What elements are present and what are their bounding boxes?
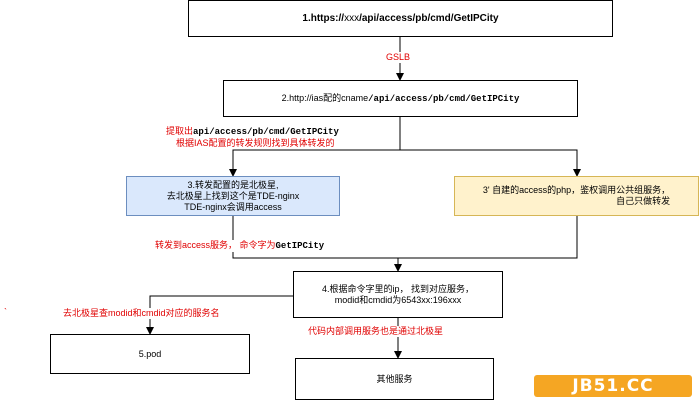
node-4-line1: 4.根据命令字里的ip， 找到对应服务， [321,283,474,294]
node-1-request-url: 1.https://xxx/api/access/pb/cmd/GetIPCit… [188,0,613,37]
label-forward: 转发到access服务， 命令字为GetIPCity [155,240,325,252]
edge-n3b-n4 [398,216,578,259]
node-5-label: 5.pod [138,348,162,359]
node-3b-self-built-access: 3' 自建的access的php，鉴权调用公共组服务， 自己只做转发 [454,176,699,216]
node-5-pod: 5.pod [50,334,250,374]
node-1-path: /api/access/pb/cmd/GetIPCity [359,13,499,24]
node-1-host: xxx [344,13,360,24]
node-3b-line2: 自己只做转发 [616,196,671,206]
node-2-path: /api/access/pb/cmd/GetIPCity [368,93,520,104]
node-4-resolve-service: 4.根据命令字里的ip， 找到对应服务， modid和cmdid为6543xx:… [293,271,503,318]
node-6-label: 其他服务 [376,373,413,384]
node-1-scheme: 1.https:// [302,13,345,24]
node-3-line3: TDE-nginx会调用access [184,201,282,212]
node-6-other-services: 其他服务 [295,358,494,400]
edge-n4-n5 [146,295,293,335]
node-3b-line1: 3' 自建的access的php，鉴权调用公共组服务， [482,185,671,195]
label-extract: 提取出api/access/pb/cmd/GetIPCity [166,126,339,138]
node-4-line2: modid和cmdid为6543xx:196xxx [334,294,462,305]
node-3-line1: 3.转发配置的是北极星, [187,179,279,190]
watermark-logo: JB51.CC [534,375,692,397]
node-3-line2: 去北极星上找到这个是TDE-nginx [166,190,300,201]
label-extract-prefix: 提取出 [166,126,194,136]
label-gslb: GSLB [386,52,411,63]
label-forward-cmd: GetIPCity [275,241,325,251]
label-rule: 根据IAS配置的转发规则找到具体转发的 [176,138,335,148]
label-extract-path: api/access/pb/cmd/GetIPCity [193,127,339,137]
node-2-ias-cname: 2.http://ias配的cname/api/access/pb/cmd/Ge… [223,80,578,117]
node-2-prefix: 2.http://ias配的cname [281,92,369,103]
node-3-polaris-forward: 3.转发配置的是北极星, 去北极星上找到这个是TDE-nginx TDE-ngi… [126,176,340,216]
edge-n3-n4 [232,216,402,272]
stray-mark: ` [4,307,7,317]
edge-n2-n3b [399,117,581,177]
label-internal-call: 代码内部调用服务也是通过北极星 [308,326,444,337]
label-forward-prefix: 转发到access服务， 命令字为 [155,240,276,250]
label-polaris-lookup: 去北极星查modid和cmdid对应的服务名 [63,308,220,319]
